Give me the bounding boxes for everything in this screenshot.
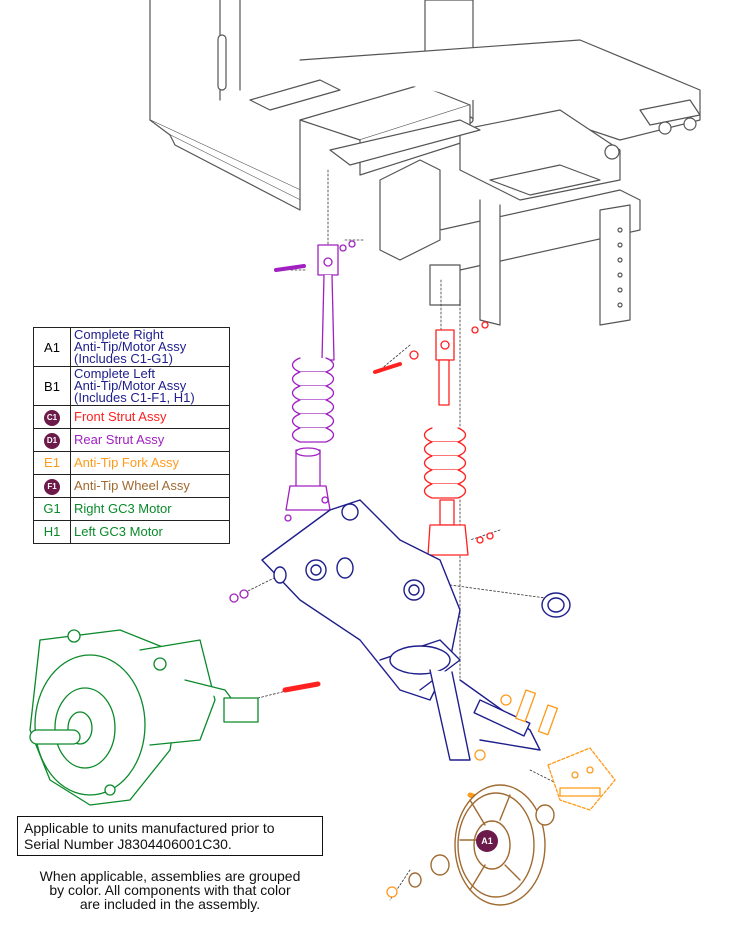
assembly-guide-lines (239, 169, 571, 901)
legend-code: E1 (33, 451, 71, 475)
front-strut-assembly (282, 321, 494, 693)
legend-row-h1: H1 Left GC3 Motor (33, 520, 230, 544)
legend-description: Rear Strut Assy (70, 428, 230, 452)
grouping-line: by color. All components with that color (49, 882, 291, 898)
legend-badge: F1 (44, 478, 60, 495)
legend-row-f1: F1 Anti-Tip Wheel Assy (33, 474, 230, 498)
gc3-motor (29, 629, 259, 806)
legend-code: B1 (33, 366, 71, 406)
callout-badge-a1: A1 (476, 830, 498, 852)
legend-line: (Includes C1-F1, H1) (74, 390, 195, 405)
legend-description: Right GC3 Motor (70, 497, 230, 521)
legend-code: D1 (33, 428, 71, 452)
legend-description: Anti-Tip Wheel Assy (70, 474, 230, 498)
legend-row-g1: G1 Right GC3 Motor (33, 497, 230, 521)
legend-code: F1 (33, 474, 71, 498)
legend-description: Complete Right Anti-Tip/Motor Assy (Incl… (70, 327, 230, 367)
legend-row-a1: A1 Complete Right Anti-Tip/Motor Assy (I… (33, 327, 230, 367)
legend-row-d1: D1 Rear Strut Assy (33, 428, 230, 452)
rear-strut-assembly (229, 240, 356, 603)
legend-description: Complete Left Anti-Tip/Motor Assy (Inclu… (70, 366, 230, 406)
legend-code: H1 (33, 520, 71, 544)
legend-line: (Includes C1-G1) (74, 351, 173, 366)
legend-line: Anti-Tip/Motor Assy (74, 339, 187, 354)
applicability-line: Applicable to units manufactured prior t… (24, 820, 275, 836)
base-frame (149, 0, 701, 326)
legend-code: G1 (33, 497, 71, 521)
legend-description: Left GC3 Motor (70, 520, 230, 544)
legend-line: Complete Left (74, 366, 155, 381)
legend-line: Complete Right (74, 327, 164, 342)
grouping-line: When applicable, assemblies are grouped (39, 868, 301, 884)
legend-row-b1: B1 Complete Left Anti-Tip/Motor Assy (In… (33, 366, 230, 406)
assembly-legend: A1 Complete Right Anti-Tip/Motor Assy (I… (33, 327, 230, 544)
applicability-note: Applicable to units manufactured prior t… (17, 816, 323, 856)
legend-description: Anti-Tip Fork Assy (70, 451, 230, 475)
legend-badge: C1 (44, 409, 60, 426)
legend-description: Front Strut Assy (70, 405, 230, 429)
anti-tip-arm (261, 499, 571, 761)
legend-code: C1 (33, 405, 71, 429)
legend-code: A1 (33, 327, 71, 367)
legend-row-e1: E1 Anti-Tip Fork Assy (33, 451, 230, 475)
legend-badge: D1 (44, 432, 60, 449)
legend-line: Anti-Tip/Motor Assy (74, 378, 187, 393)
grouping-line: are included in the assembly. (79, 896, 261, 912)
applicability-line: Serial Number J8304406001C30. (24, 836, 232, 852)
legend-row-c1: C1 Front Strut Assy (33, 405, 230, 429)
color-grouping-note: When applicable, assemblies are grouped … (11, 869, 329, 911)
